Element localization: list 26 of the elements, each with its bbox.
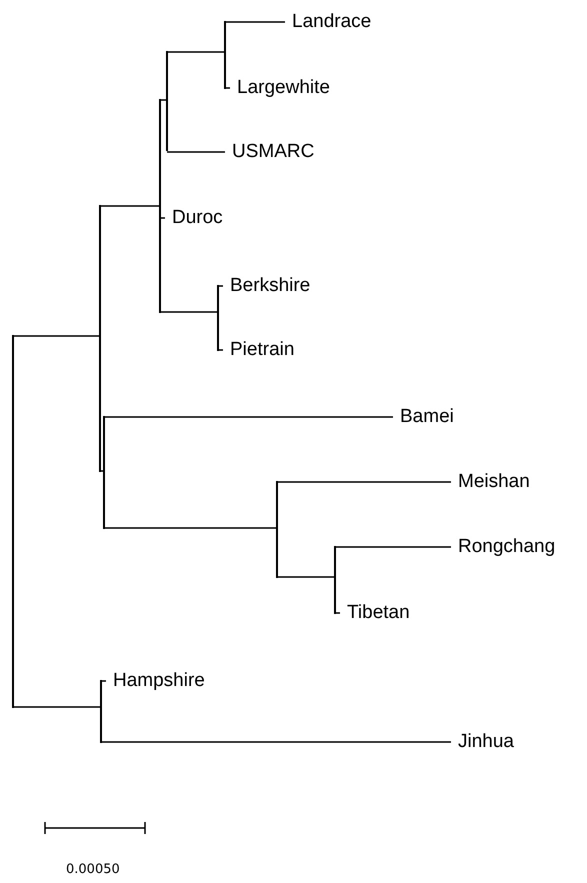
taxon-label: Pietrain <box>223 339 294 361</box>
taxon-label: Berkshire <box>223 275 310 297</box>
taxon-label: Tibetan <box>340 602 410 624</box>
scale-value: 0.00050 <box>66 862 120 877</box>
tree-branch <box>335 546 451 548</box>
taxon-label: Duroc <box>165 207 223 229</box>
taxon-label: Rongchang <box>451 536 556 558</box>
taxon-label: Bamei <box>393 406 454 428</box>
taxon-label: USMARC <box>225 141 314 163</box>
taxon-label: Largewhite <box>230 77 330 99</box>
tree-branch <box>100 205 160 207</box>
tree-branch <box>104 527 277 529</box>
tree-branch <box>13 335 100 337</box>
tree-branch <box>13 706 101 708</box>
tree-branch <box>277 576 335 578</box>
tree-branch <box>101 741 451 743</box>
taxon-label: Jinhua <box>451 731 514 753</box>
tree-branch <box>277 481 451 483</box>
taxon-label: Hampshire <box>106 670 205 692</box>
tree-branch <box>225 21 285 23</box>
tree-branch <box>160 311 218 313</box>
tree-branch <box>104 416 393 418</box>
tree-branch <box>167 51 225 53</box>
tree-branch <box>167 151 225 153</box>
taxon-label: Meishan <box>451 471 530 493</box>
taxon-label: Landrace <box>285 11 372 33</box>
